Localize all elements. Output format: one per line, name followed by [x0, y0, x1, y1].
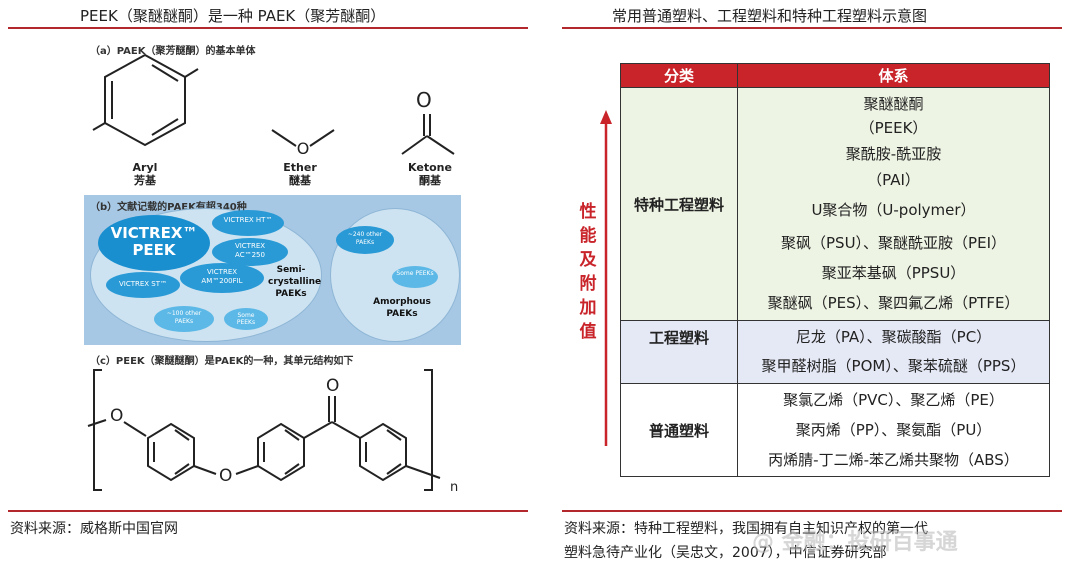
- plastics-table: 分类 体系 特种工程塑料 聚醚醚酮 （PEEK） 聚酰胺-酰亚胺 （PAI） U…: [620, 63, 1050, 477]
- system-item: U聚合物（U-polymer）: [811, 201, 976, 219]
- system-cell: 聚醚醚酮 （PEEK） 聚酰胺-酰亚胺 （PAI） U聚合物（U-polymer…: [737, 87, 1050, 321]
- arrow-char: 附: [579, 274, 597, 294]
- some-peeks-blob-1: [224, 308, 268, 330]
- peek-oxygen-1: O: [110, 406, 124, 426]
- victrex-st-label: VICTREX ST™: [118, 280, 168, 288]
- peek-unit-structure: [87, 369, 441, 491]
- system-item: 聚酰胺-酰亚胺: [845, 145, 942, 163]
- amorphous-label: Amorphous PAEKs: [373, 297, 431, 319]
- other-240-label: ~240 other PAEKs: [347, 231, 383, 246]
- category-cell: 普通塑料: [620, 383, 738, 477]
- semi-crystalline-label: Semi-crystalline PAEKs: [268, 265, 322, 299]
- system-item: 聚丙烯（PP）、聚氨酯（PU）: [795, 421, 992, 439]
- table-header-row: 分类 体系: [620, 63, 1050, 88]
- arrow-char: 及: [579, 250, 597, 270]
- right-source-rule: [562, 510, 1062, 512]
- aryl-structure: [92, 53, 199, 147]
- left-title: PEEK（聚醚醚酮）是一种 PAEK（聚芳醚酮）: [80, 7, 386, 25]
- other-100-label: ~100 other PAEKs: [166, 310, 202, 325]
- performance-arrow-label: 性 能 及 附 加 值: [578, 200, 598, 344]
- performance-arrow: [600, 110, 612, 446]
- system-cell: 尼龙（PA）、聚碳酸酯（PC） 聚甲醛树脂（POM）、聚苯硫醚（PPS）: [737, 320, 1050, 384]
- victrex-am-label: VICTREX AM™200FIL: [201, 268, 243, 285]
- ether-structure: O: [271, 129, 335, 158]
- some-peeks-label-2: Some PEEKs: [396, 270, 434, 277]
- left-source: 资料来源：威格斯中国官网: [10, 521, 178, 537]
- victrex-ac-blob: [212, 238, 288, 266]
- system-item: 聚醚砜（PES）、聚四氟乙烯（PTFE）: [767, 294, 1020, 312]
- watermark: @ 金融：投研百事通: [752, 530, 958, 555]
- victrex-ht-blob: [212, 210, 284, 236]
- victrex-peek-blob: [98, 215, 210, 271]
- arrow-char: 值: [579, 322, 597, 342]
- peek-oxygen-2: O: [219, 466, 233, 486]
- ketone-oxygen: O: [416, 88, 432, 112]
- label-a: （a）PAEK（聚芳醚酮）的基本单体: [90, 46, 256, 57]
- peek-repeat-n: n: [450, 480, 459, 495]
- some-peeks-blob-2: [392, 266, 438, 288]
- system-item: （PEEK）: [859, 119, 928, 137]
- table-row: 普通塑料 聚氯乙烯（PVC）、聚乙烯（PE） 聚丙烯（PP）、聚氨酯（PU） 丙…: [620, 383, 1050, 477]
- system-item: 聚砜（PSU）、聚醚酰亚胺（PEI）: [781, 234, 1006, 252]
- other-240-blob: [336, 226, 394, 254]
- left-source-rule: [8, 510, 528, 512]
- table-row: 特种工程塑料 聚醚醚酮 （PEEK） 聚酰胺-酰亚胺 （PAI） U聚合物（U-…: [620, 87, 1050, 321]
- category-cell: 特种工程塑料: [620, 87, 738, 321]
- left-title-rule: [8, 27, 528, 29]
- system-item: 聚氯乙烯（PVC）、聚乙烯（PE）: [783, 391, 1004, 409]
- right-title-rule: [562, 27, 1062, 29]
- table-row: 工程塑料 尼龙（PA）、聚碳酸酯（PC） 聚甲醛树脂（POM）、聚苯硫醚（PPS…: [620, 320, 1050, 384]
- other-100-blob: [154, 306, 214, 332]
- ketone-structure: [401, 114, 455, 155]
- victrex-am-blob: [180, 263, 264, 293]
- header-category: 分类: [620, 63, 738, 88]
- right-source-line-1: 资料来源：特种工程塑料，我国拥有自主知识产权的第一代: [564, 521, 928, 537]
- system-item: 聚亚苯基砜（PPSU）: [821, 264, 966, 282]
- some-peeks-label-1: Some PEEKs: [236, 312, 256, 326]
- peek-oxygen-3: O: [326, 376, 340, 396]
- system-item: （PAI）: [867, 171, 920, 189]
- header-system: 体系: [737, 63, 1050, 88]
- label-b: （b）文献记载的PAEK有超340种: [90, 202, 247, 213]
- category-cell: 工程塑料: [620, 320, 738, 384]
- system-item: 聚甲醛树脂（POM）、聚苯硫醚（PPS）: [761, 357, 1026, 375]
- arrow-char: 能: [579, 226, 597, 246]
- system-item: 丙烯腈-丁二烯-苯乙烯共聚物（ABS）: [768, 451, 1019, 469]
- victrex-st-blob: [106, 272, 180, 298]
- svg-text:O: O: [297, 139, 310, 158]
- system-cell: 聚氯乙烯（PVC）、聚乙烯（PE） 聚丙烯（PP）、聚氨酯（PU） 丙烯腈-丁二…: [737, 383, 1050, 477]
- victrex-peek-label: VICTREX™ PEEK: [110, 224, 198, 259]
- victrex-ht-label: VICTREX HT™: [223, 216, 273, 224]
- system-item: 尼龙（PA）、聚碳酸酯（PC）: [795, 328, 992, 346]
- victrex-ac-label: VICTREX AC™250: [234, 242, 266, 259]
- right-title: 常用普通塑料、工程塑料和特种工程塑料示意图: [612, 7, 928, 25]
- right-source-line-2: 塑料急待产业化（吴忠文，2007），中信证券研究部: [564, 545, 887, 561]
- arrow-char: 性: [579, 202, 597, 222]
- arrow-char: 加: [579, 298, 597, 318]
- system-item: 聚醚醚酮: [863, 95, 924, 113]
- label-c: （c）PEEK（聚醚醚酮）是PAEK的一种，其单元结构如下: [90, 356, 354, 367]
